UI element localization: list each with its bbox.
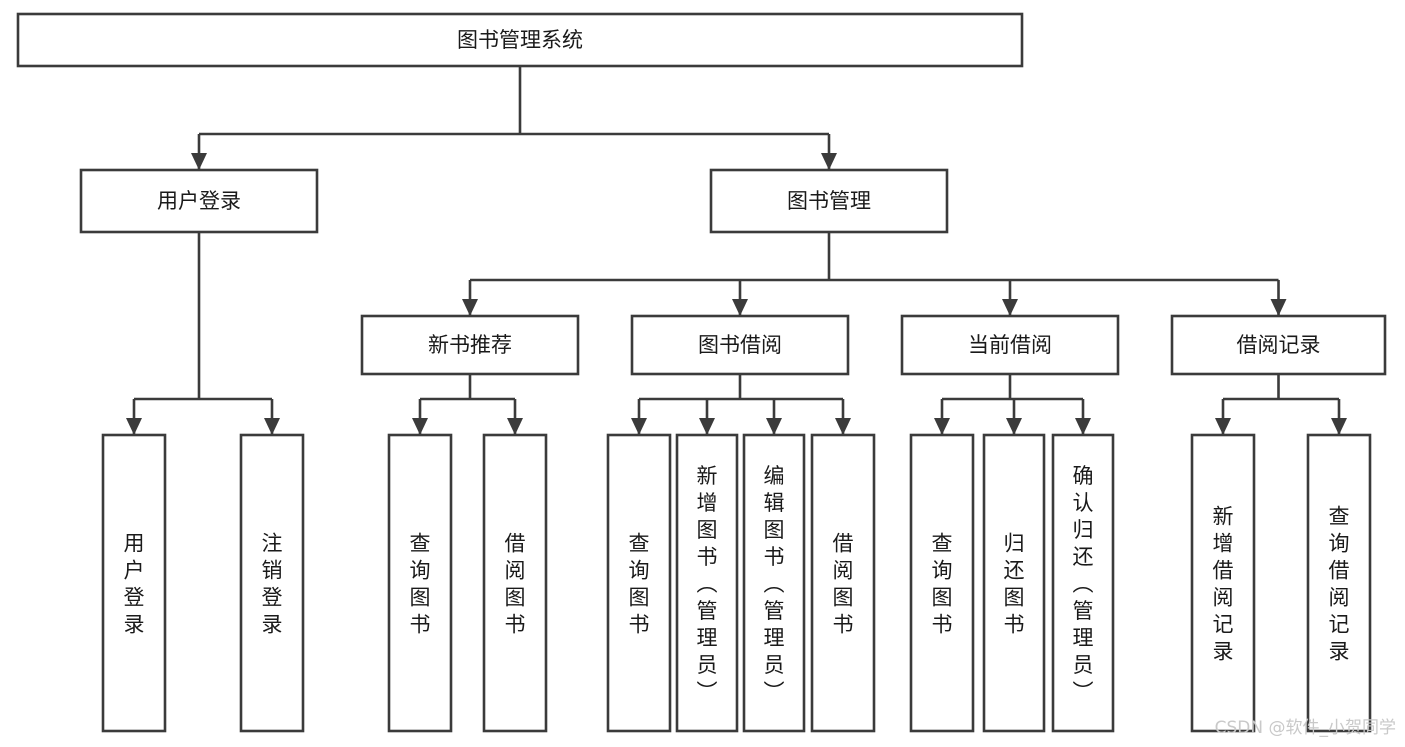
node-label-leaf11: 确认归还︵管理员︶	[1073, 464, 1094, 704]
node-borrow[interactable]: 图书借阅	[630, 314, 850, 376]
node-leaf9[interactable]: 查询图书	[909, 433, 975, 733]
node-leaf2[interactable]: 注销登录	[239, 433, 305, 733]
node-box-leaf4[interactable]	[482, 433, 548, 733]
node-label-leaf10: 归还图书	[1004, 532, 1025, 637]
node-label-leaf5: 查询图书	[629, 532, 650, 637]
node-label-leaf9: 查询图书	[932, 532, 953, 637]
node-box-leaf11[interactable]	[1051, 433, 1115, 733]
arrow-head	[732, 299, 748, 316]
node-label-record: 借阅记录	[1237, 333, 1321, 357]
node-label-leaf1: 用户登录	[124, 532, 145, 637]
node-leaf7[interactable]: 编辑图书︵管理员︶	[742, 433, 806, 733]
node-label-leaf4: 借阅图书	[505, 532, 526, 637]
node-box-leaf5[interactable]	[606, 433, 672, 733]
node-box-leaf7[interactable]	[742, 433, 806, 733]
connector-group-login	[126, 232, 280, 435]
node-box-leaf8[interactable]	[810, 433, 876, 733]
arrow-head	[126, 418, 142, 435]
node-box-leaf1[interactable]	[101, 433, 167, 733]
node-newbook[interactable]: 新书推荐	[360, 314, 580, 376]
node-box-leaf6[interactable]	[675, 433, 739, 733]
arrow-head	[1215, 418, 1231, 435]
arrow-head	[766, 418, 782, 435]
node-box-leaf3[interactable]	[387, 433, 453, 733]
arrow-head	[1006, 418, 1022, 435]
node-label-newbook: 新书推荐	[428, 333, 512, 357]
nodes-layer: 图书管理系统用户登录图书管理新书推荐图书借阅当前借阅借阅记录用户登录注销登录查询…	[16, 12, 1387, 733]
node-label-bookmgmt: 图书管理	[787, 189, 871, 213]
node-box-leaf9[interactable]	[909, 433, 975, 733]
connector-group-record	[1215, 374, 1347, 435]
connectors-layer	[126, 66, 1347, 435]
arrow-head	[934, 418, 950, 435]
node-record[interactable]: 借阅记录	[1170, 314, 1387, 376]
node-box-leaf2[interactable]	[239, 433, 305, 733]
node-box-login[interactable]	[79, 168, 319, 234]
node-label-leaf12: 新增借阅记录	[1213, 505, 1234, 664]
node-login[interactable]: 用户登录	[79, 168, 319, 234]
arrow-head	[1331, 418, 1347, 435]
node-label-current: 当前借阅	[968, 333, 1052, 357]
node-leaf10[interactable]: 归还图书	[982, 433, 1046, 733]
node-box-borrow[interactable]	[630, 314, 850, 376]
node-label-leaf2: 注销登录	[262, 532, 283, 637]
node-leaf8[interactable]: 借阅图书	[810, 433, 876, 733]
arrow-head	[821, 153, 837, 170]
arrow-head	[507, 418, 523, 435]
node-current[interactable]: 当前借阅	[900, 314, 1120, 376]
node-bookmgmt[interactable]: 图书管理	[709, 168, 949, 234]
node-leaf11[interactable]: 确认归还︵管理员︶	[1051, 433, 1115, 733]
node-box-bookmgmt[interactable]	[709, 168, 949, 234]
arrow-head	[631, 418, 647, 435]
node-label-leaf3: 查询图书	[410, 532, 431, 637]
arrow-head	[462, 299, 478, 316]
node-leaf5[interactable]: 查询图书	[606, 433, 672, 733]
arrow-head	[1270, 299, 1287, 316]
arrow-head	[412, 418, 428, 435]
node-box-current[interactable]	[900, 314, 1120, 376]
node-leaf1[interactable]: 用户登录	[101, 433, 167, 733]
arrow-head	[699, 418, 715, 435]
node-label-leaf6: 新增图书︵管理员︶	[697, 464, 718, 704]
arrow-head	[1002, 299, 1018, 316]
node-label-leaf13: 查询借阅记录	[1329, 505, 1350, 664]
node-box-leaf13[interactable]	[1306, 433, 1372, 733]
arrow-head	[191, 153, 207, 170]
node-box-leaf12[interactable]	[1190, 433, 1256, 733]
arrow-head	[1075, 418, 1091, 435]
node-label-root: 图书管理系统	[457, 28, 583, 52]
node-box-leaf10[interactable]	[982, 433, 1046, 733]
node-label-leaf7: 编辑图书︵管理员︶	[764, 464, 785, 704]
connector-group-current	[934, 374, 1091, 435]
node-label-login: 用户登录	[157, 189, 241, 213]
node-root[interactable]: 图书管理系统	[16, 12, 1024, 68]
csdn-watermark: CSDN @软件_小贺同学	[1215, 718, 1396, 738]
node-leaf6[interactable]: 新增图书︵管理员︶	[675, 433, 739, 733]
node-leaf4[interactable]: 借阅图书	[482, 433, 548, 733]
arrow-head	[264, 418, 280, 435]
node-box-record[interactable]	[1170, 314, 1387, 376]
node-box-root[interactable]	[16, 12, 1024, 68]
arrow-head	[835, 418, 851, 435]
connector-group-root	[191, 66, 837, 170]
node-leaf13[interactable]: 查询借阅记录	[1306, 433, 1372, 733]
connector-group-borrow	[631, 374, 851, 435]
connector-group-bookmgmt	[462, 232, 1287, 316]
node-label-leaf8: 借阅图书	[833, 532, 854, 637]
connector-group-newbook	[412, 374, 523, 435]
node-box-newbook[interactable]	[360, 314, 580, 376]
node-leaf12[interactable]: 新增借阅记录	[1190, 433, 1256, 733]
node-label-borrow: 图书借阅	[698, 333, 782, 357]
node-leaf3[interactable]: 查询图书	[387, 433, 453, 733]
